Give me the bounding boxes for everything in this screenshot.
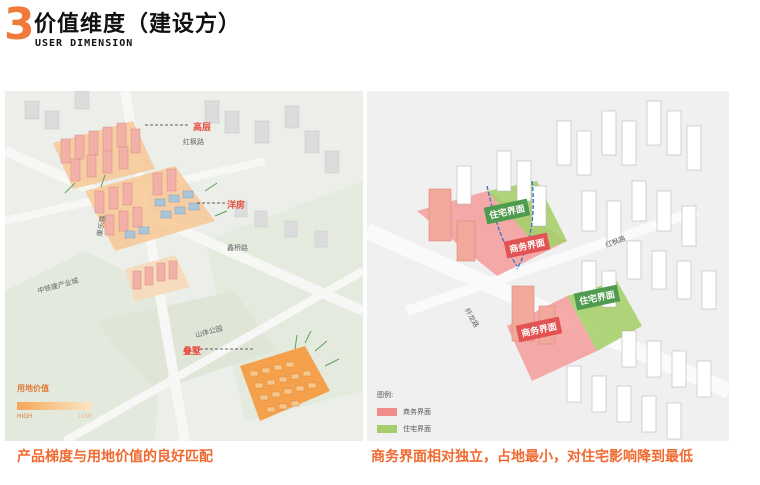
page-subtitle: USER DIMENSION (35, 38, 134, 49)
left-caption: 产品梯度与用地价值的良好匹配 (17, 449, 213, 465)
right-caption: 商务界面相对独立，占地最小，对住宅影响降到最低 (371, 449, 693, 465)
road-label-1: 红枫路 (183, 138, 204, 146)
right-site-map: 住宅界面 商务界面 商务界面 住宅界面 红枫路 杆龙路 图例: 商务界面 住宅界… (367, 91, 729, 441)
legend-title: 用地价值 (17, 384, 49, 393)
right-map-drawing (367, 91, 729, 441)
left-site-map: 高层 洋房 叠墅 红枫路 康乐路 鑫桥路 中铁建产业城 山体公园 用地价值 HI… (5, 91, 363, 441)
legend-high: HIGH (17, 413, 33, 420)
section-number: 3 (4, 0, 35, 50)
commercial-swatch (377, 408, 397, 416)
high-rise-tag: 高层 (193, 123, 212, 133)
stacked-villa-tag: 叠墅 (183, 347, 202, 357)
left-map-drawing (5, 91, 363, 441)
legend-residential-label: 住宅界面 (403, 425, 431, 433)
legend-row-residential: 住宅界面 (377, 424, 431, 434)
right-legend-title: 图例: (377, 391, 394, 399)
residential-swatch (377, 425, 397, 433)
villa-tag: 洋房 (227, 201, 246, 211)
legend-gradient (17, 402, 92, 410)
page-title: 价值维度（建设方） (34, 12, 242, 37)
right-legend: 图例: 商务界面 住宅界面 (377, 390, 431, 434)
legend-low: LOW (78, 413, 92, 420)
legend-row-commercial: 商务界面 (377, 407, 431, 417)
road-label-3: 鑫桥路 (227, 244, 248, 252)
value-legend: 用地价值 HIGH LOW (17, 383, 92, 420)
legend-commercial-label: 商务界面 (403, 408, 431, 416)
